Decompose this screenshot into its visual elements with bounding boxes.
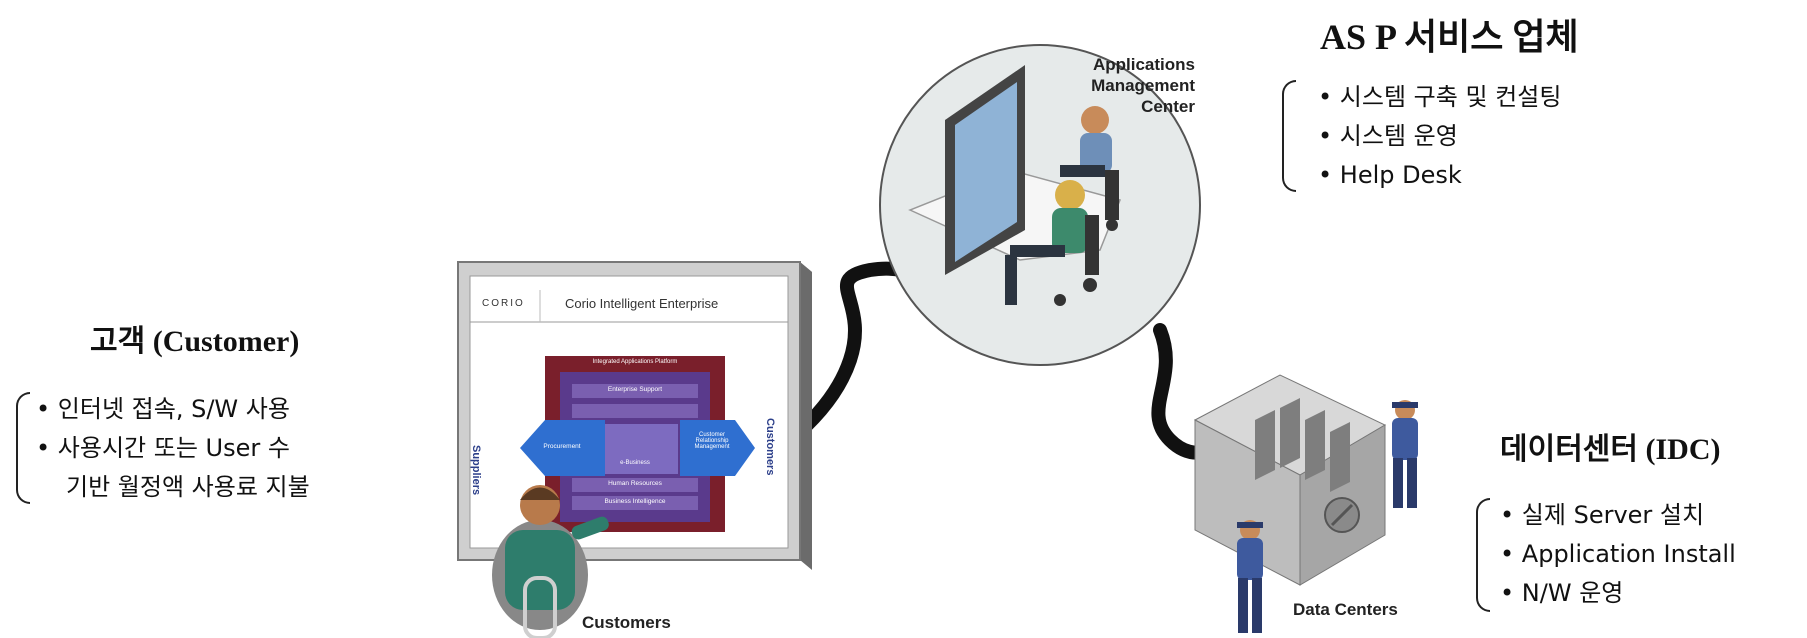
amc-label-line-2: Management (1091, 76, 1195, 95)
amc-label-line-1: Applications (1092, 55, 1195, 74)
idc-brace (1476, 498, 1490, 612)
customer-title: 고객 (Customer) (90, 325, 300, 358)
customer-person-illustration (492, 485, 609, 638)
customer-item-billing: 기반 월정액 사용료 지불 (66, 473, 310, 501)
amc-label-line-3: Center (1141, 97, 1195, 116)
idc-item-server: 실제 Server 설치 (1500, 496, 1736, 535)
data-centers-label: Data Centers (1293, 600, 1398, 619)
screen-customers: Customers (764, 418, 776, 476)
customer-brace (16, 392, 30, 504)
screen-enterprise-support: Enterprise Support (607, 386, 663, 393)
customer-item-usage: 사용시간 또는 User 수 (36, 429, 310, 468)
idc-item-app-install: Application Install (1500, 535, 1736, 574)
screen-human-resources: Human Resources (608, 480, 662, 487)
idc-item-network: N/W 운영 (1500, 574, 1736, 613)
applications-management-center-illustration (879, 44, 1201, 366)
screen-crm: Customer Relationship Management (694, 432, 730, 450)
screen-ebusiness: e-Business (620, 460, 650, 466)
screen-procurement: Procurement (543, 443, 581, 450)
screen-header: Corio Intelligent Enterprise (565, 296, 719, 311)
asp-item-helpdesk: Help Desk (1318, 156, 1561, 195)
asp-list: 시스템 구축 및 컨설팅 시스템 운영 Help Desk (1318, 78, 1562, 195)
asp-title: AS P 서비스 업체 (1320, 17, 1579, 57)
asp-item-operate: 시스템 운영 (1318, 117, 1561, 156)
asp-item-build: 시스템 구축 및 컨설팅 (1318, 78, 1562, 117)
idc-title: 데이터센터 (IDC) (1500, 433, 1721, 466)
security-guard-right (1392, 400, 1418, 508)
idc-list: 실제 Server 설치 Application Install N/W 운영 (1500, 496, 1736, 613)
security-guard-left (1237, 520, 1263, 633)
amc-label: Applications Management Center (1085, 54, 1195, 117)
screen-business-intelligence: Business Intelligence (604, 498, 666, 505)
data-center-illustration (1193, 374, 1387, 586)
customer-item-access: 인터넷 접속, S/W 사용 (36, 390, 310, 429)
customers-label: Customers (582, 613, 671, 632)
asp-brace (1282, 80, 1296, 192)
screen-brand: CORIO (482, 298, 525, 309)
screen-platform: Integrated Applications Platform (592, 359, 678, 365)
screen-suppliers: Suppliers (470, 445, 482, 496)
customer-list: 인터넷 접속, S/W 사용 사용시간 또는 User 수 기반 월정액 사용료… (36, 390, 310, 507)
